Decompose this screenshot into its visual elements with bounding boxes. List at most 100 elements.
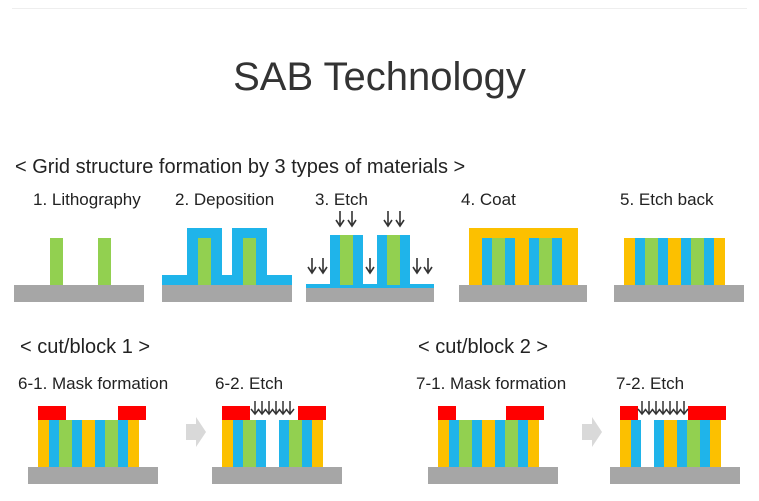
mandrel bbox=[645, 238, 658, 285]
cut-mask bbox=[298, 406, 326, 420]
step-label-mask-formation-2: 7-1. Mask formation bbox=[416, 374, 567, 393]
grid-lines bbox=[482, 238, 562, 285]
step-label-coat: 4. Coat bbox=[461, 190, 516, 209]
flow-arrow-icon bbox=[186, 417, 206, 447]
flow-arrow-icon bbox=[582, 417, 602, 447]
substrate bbox=[610, 467, 740, 484]
section-heading-cut-block-1: < cut/block 1 > bbox=[20, 336, 151, 358]
substrate bbox=[212, 467, 342, 484]
cut-mask bbox=[620, 406, 638, 420]
spacer bbox=[654, 420, 664, 467]
arrow-down-icon bbox=[335, 211, 345, 228]
etch-arrows bbox=[307, 211, 433, 275]
arrow-down-icon bbox=[307, 258, 317, 275]
section-heading-cut-block-2: < cut/block 2 > bbox=[418, 336, 549, 358]
mandrel bbox=[459, 420, 472, 467]
mandrel bbox=[340, 235, 353, 285]
arrow-down-icon bbox=[665, 401, 675, 416]
spacer-film bbox=[162, 228, 292, 285]
spacer bbox=[279, 420, 289, 467]
grid-lines bbox=[624, 238, 725, 285]
arrow-down-icon bbox=[365, 258, 375, 275]
mandrel bbox=[387, 235, 400, 285]
substrate bbox=[459, 285, 587, 302]
spacer bbox=[495, 420, 505, 467]
section-heading-grid: < Grid structure formation by 3 types of… bbox=[15, 156, 466, 178]
cut-mask bbox=[688, 406, 726, 420]
cut-mask bbox=[506, 406, 544, 420]
step-label-deposition: 2. Deposition bbox=[175, 190, 275, 209]
spacer bbox=[95, 420, 105, 467]
mandrel bbox=[539, 238, 552, 285]
fill-line bbox=[128, 420, 139, 467]
panel-mask-formation-2 bbox=[428, 406, 558, 484]
spacer bbox=[302, 420, 312, 467]
mandrel bbox=[198, 238, 211, 285]
spacer bbox=[635, 238, 645, 285]
mandrel bbox=[105, 420, 118, 467]
spacer bbox=[449, 420, 459, 467]
substrate bbox=[162, 285, 292, 302]
mandrel bbox=[505, 420, 518, 467]
step-label-lithography: 1. Lithography bbox=[33, 190, 141, 209]
mandrel bbox=[50, 238, 63, 285]
arrow-down-icon bbox=[250, 401, 260, 416]
mandrel bbox=[243, 238, 256, 285]
arrow-down-icon bbox=[264, 401, 274, 416]
fill-line bbox=[668, 238, 681, 285]
spacer bbox=[505, 238, 515, 285]
spacer-liner bbox=[306, 284, 434, 288]
arrow-down-icon bbox=[278, 401, 288, 416]
mandrel bbox=[492, 238, 505, 285]
mandrel bbox=[687, 420, 700, 467]
spacer bbox=[700, 420, 710, 467]
mandrel bbox=[98, 238, 111, 285]
etch-arrows bbox=[250, 401, 295, 416]
spacer bbox=[72, 420, 82, 467]
cut-mask bbox=[118, 406, 146, 420]
spacer bbox=[330, 235, 340, 285]
etch-arrows bbox=[637, 401, 689, 416]
arrow-down-icon bbox=[423, 258, 433, 275]
panel-etch-cut-2 bbox=[610, 401, 740, 484]
spacer bbox=[681, 238, 691, 285]
fill-line bbox=[664, 420, 677, 467]
arrow-down-icon bbox=[383, 211, 393, 228]
arrow-down-icon bbox=[658, 401, 668, 416]
arrow-down-icon bbox=[318, 258, 328, 275]
step-label-etch-cut-1: 6-2. Etch bbox=[215, 374, 284, 393]
fill-line bbox=[38, 420, 49, 467]
arrow-down-icon bbox=[347, 211, 357, 228]
spacer bbox=[118, 420, 128, 467]
arrow-down-icon bbox=[637, 401, 647, 416]
spacer bbox=[529, 238, 539, 285]
top-divider bbox=[12, 8, 747, 9]
arrow-down-icon bbox=[395, 211, 405, 228]
spacer bbox=[377, 235, 387, 285]
spacer bbox=[472, 420, 482, 467]
fill-line bbox=[312, 420, 323, 467]
fill-line bbox=[624, 238, 635, 285]
step-label-etch: 3. Etch bbox=[315, 190, 368, 209]
panel-coat bbox=[459, 228, 587, 302]
mandrel bbox=[59, 420, 72, 467]
arrow-down-icon bbox=[679, 401, 689, 416]
step-label-etch-back: 5. Etch back bbox=[620, 190, 714, 209]
cut-mask bbox=[38, 406, 66, 420]
mandrel bbox=[289, 420, 302, 467]
step-label-mask-formation-1: 6-1. Mask formation bbox=[18, 374, 169, 393]
spacer bbox=[482, 238, 492, 285]
arrow-down-icon bbox=[285, 401, 295, 416]
page-title: SAB Technology bbox=[233, 55, 526, 99]
panel-lithography bbox=[14, 238, 144, 302]
arrow-down-icon bbox=[651, 401, 661, 416]
fill-line bbox=[438, 420, 449, 467]
arrow-down-icon bbox=[257, 401, 267, 416]
spacer bbox=[49, 420, 59, 467]
panel-etch bbox=[306, 211, 434, 302]
fill-line bbox=[82, 420, 95, 467]
arrow-down-icon bbox=[412, 258, 422, 275]
cut-mask bbox=[222, 406, 250, 420]
spacer bbox=[552, 238, 562, 285]
